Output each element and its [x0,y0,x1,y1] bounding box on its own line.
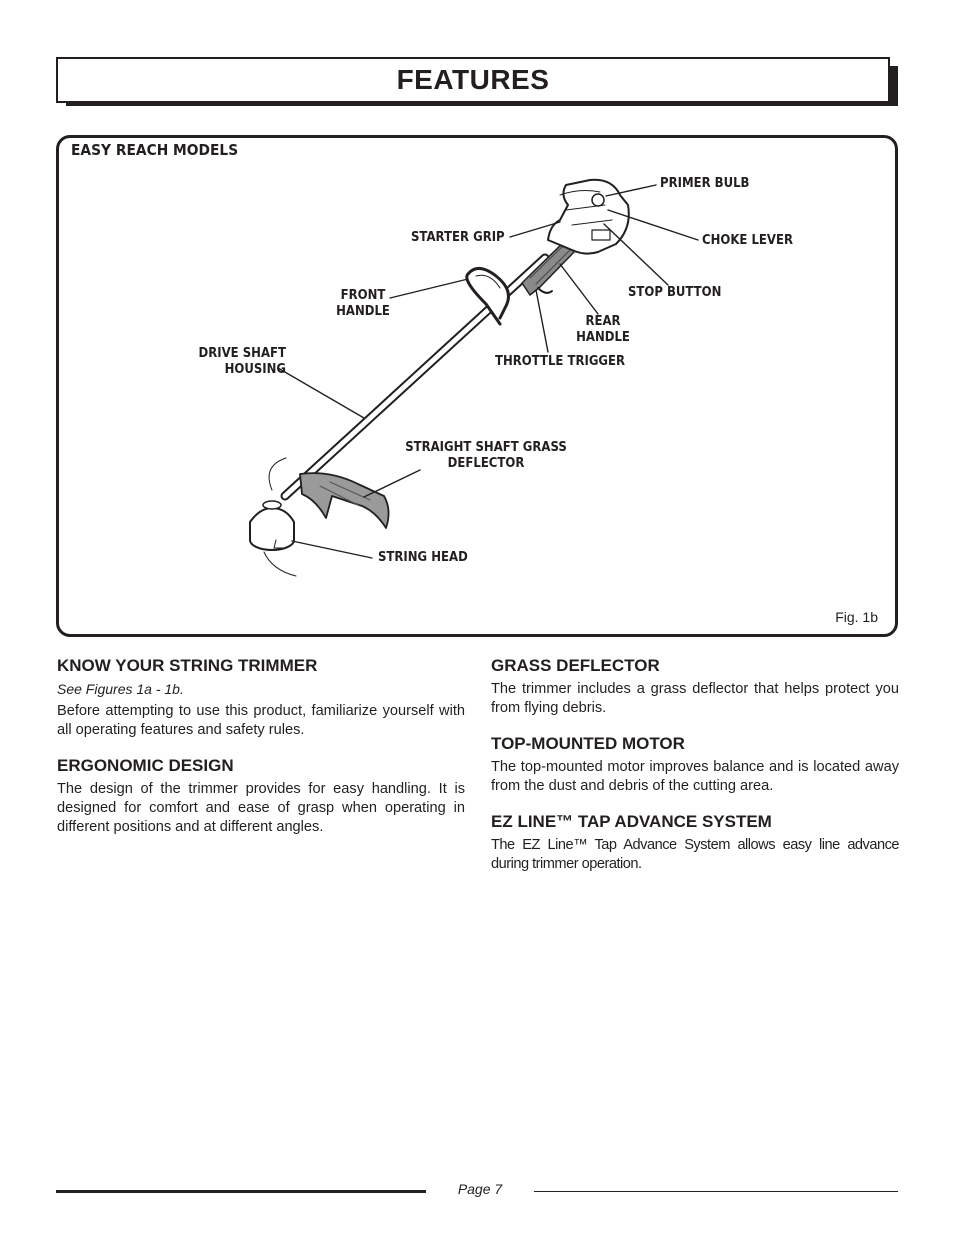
string-head-body [249,507,295,541]
leader-stop-button [603,223,669,286]
engine-housing [547,178,630,255]
front-handle-shape [465,267,510,326]
label-string-head: STRING HEAD [378,550,468,565]
label-grass-deflector: STRAIGHT SHAFT GRASS DEFLECTOR [405,440,567,472]
figure-heading: EASY REACH MODELS [71,141,239,159]
left-column: KNOW YOUR STRING TRIMMER See Figures 1a … [57,655,465,852]
label-rear-handle-line2: HANDLE [576,330,630,345]
label-throttle-trigger: THROTTLE TRIGGER [495,354,626,369]
label-rear-handle-line1: REAR [585,314,621,329]
label-primer-bulb: PRIMER BULB [660,176,750,191]
leader-rear-handle [559,263,599,315]
footer-rule-left [56,1190,426,1193]
cutting-line-top [268,457,287,491]
section-body-know-your-trimmer: Before attempting to use this product, f… [57,703,465,738]
leader-primer-bulb [605,184,657,197]
label-front-handle-line2: HANDLE [336,304,390,319]
string-head-detail [273,539,287,549]
rear-handle-texture [529,243,571,285]
label-front-handle: FRONT HANDLE [333,288,392,320]
label-grass-deflector-line2: DEFLECTOR [447,456,525,471]
figure-frame [56,135,898,637]
section-body-grass-deflector: The trimmer includes a grass deflector t… [491,681,899,716]
section-title-top-mounted-motor: TOP-MOUNTED MOTOR [491,734,685,753]
page-number: Page 7 [457,1181,503,1197]
section-title-know-your-trimmer: KNOW YOUR STRING TRIMMER [57,656,318,675]
label-stop-button: STOP BUTTON [628,285,722,300]
section-title-ergonomic-design: ERGONOMIC DESIGN [57,756,234,775]
label-choke-lever: CHOKE LEVER [702,233,793,248]
primer-bulb-shape [591,193,605,207]
section-body-ergonomic-design: The design of the trimmer provides for e… [57,781,465,835]
right-column: GRASS DEFLECTOR The trimmer includes a g… [491,655,900,889]
figure-caption: Fig. 1b [835,609,878,625]
label-drive-shaft-housing: DRIVE SHAFT HOUSING [191,346,286,378]
leader-throttle-trigger [535,289,549,353]
leader-string-head [291,540,373,559]
label-starter-grip: STARTER GRIP [411,230,505,245]
grass-deflector-shape [299,472,390,529]
label-rear-handle: REAR HANDLE [573,314,632,346]
label-front-handle-line1: FRONT [340,288,386,303]
label-drive-shaft-line2: HOUSING [224,362,286,377]
leader-grass-deflector [363,469,421,498]
section-title-ez-line: EZ LINE™ TAP ADVANCE SYSTEM [491,812,772,831]
leader-drive-shaft [277,367,365,419]
section-subtitle-see-figures: See Figures 1a - 1b. [57,681,184,697]
string-head-cap [262,500,282,510]
section-title-grass-deflector: GRASS DEFLECTOR [491,656,660,675]
throttle-trigger-shape [537,287,553,294]
leader-starter-grip [509,221,561,238]
title-banner: FEATURES [56,57,890,103]
cutting-line-bottom [263,551,297,577]
page-title: FEATURES [396,64,550,95]
label-drive-shaft-line1: DRIVE SHAFT [198,346,286,361]
section-body-top-mounted-motor: The top-mounted motor improves balance a… [491,759,899,794]
front-handle-inner [475,274,501,289]
footer-rule-right [534,1191,898,1192]
label-grass-deflector-line1: STRAIGHT SHAFT GRASS [405,440,567,455]
leader-front-handle [389,278,469,299]
stop-button-shape [591,229,611,241]
section-body-ez-line: The EZ Line™ Tap Advance System allows e… [491,837,900,872]
leader-choke-lever [607,209,699,241]
